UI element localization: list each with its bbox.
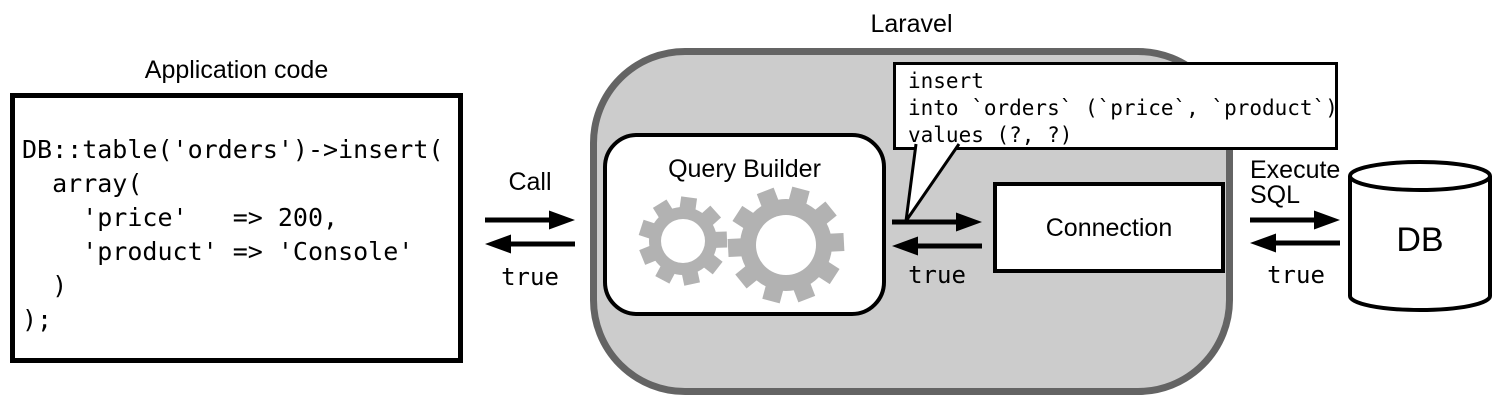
arrow-left-icon — [485, 234, 575, 254]
gear-icon-large — [727, 186, 845, 304]
call-return-label: true — [501, 263, 559, 291]
arrow-right-icon — [485, 210, 575, 230]
laravel-title: Laravel — [870, 10, 953, 38]
arrow-right-icon — [892, 212, 982, 232]
query-builder-box: Query Builder — [603, 133, 886, 316]
arrow-left-icon — [892, 236, 982, 256]
query-builder-label: Query Builder — [668, 155, 821, 183]
sql-statement: insert into `orders` (`price`, `product`… — [908, 69, 1338, 147]
sql-speech-bubble: insert into `orders` (`price`, `product`… — [893, 62, 1338, 150]
execute-sql-label: Execute SQL — [1250, 156, 1341, 209]
arrow-left-icon — [1250, 233, 1340, 253]
connection-box: Connection — [993, 182, 1225, 273]
arrow-right-icon — [1250, 210, 1340, 230]
builder-return-label: true — [908, 261, 966, 289]
app-code-box — [10, 93, 463, 363]
execute-return-label: true — [1267, 261, 1325, 289]
gears-icon — [638, 186, 845, 304]
db-label: DB — [1396, 221, 1443, 259]
call-label: Call — [508, 168, 552, 196]
app-code-title: Application code — [144, 56, 329, 84]
app-code: DB::table('orders')->insert( array( 'pri… — [22, 135, 444, 334]
database-icon: DB — [1348, 160, 1492, 312]
gear-icon-small — [638, 196, 728, 286]
connection-label: Connection — [1045, 214, 1173, 242]
